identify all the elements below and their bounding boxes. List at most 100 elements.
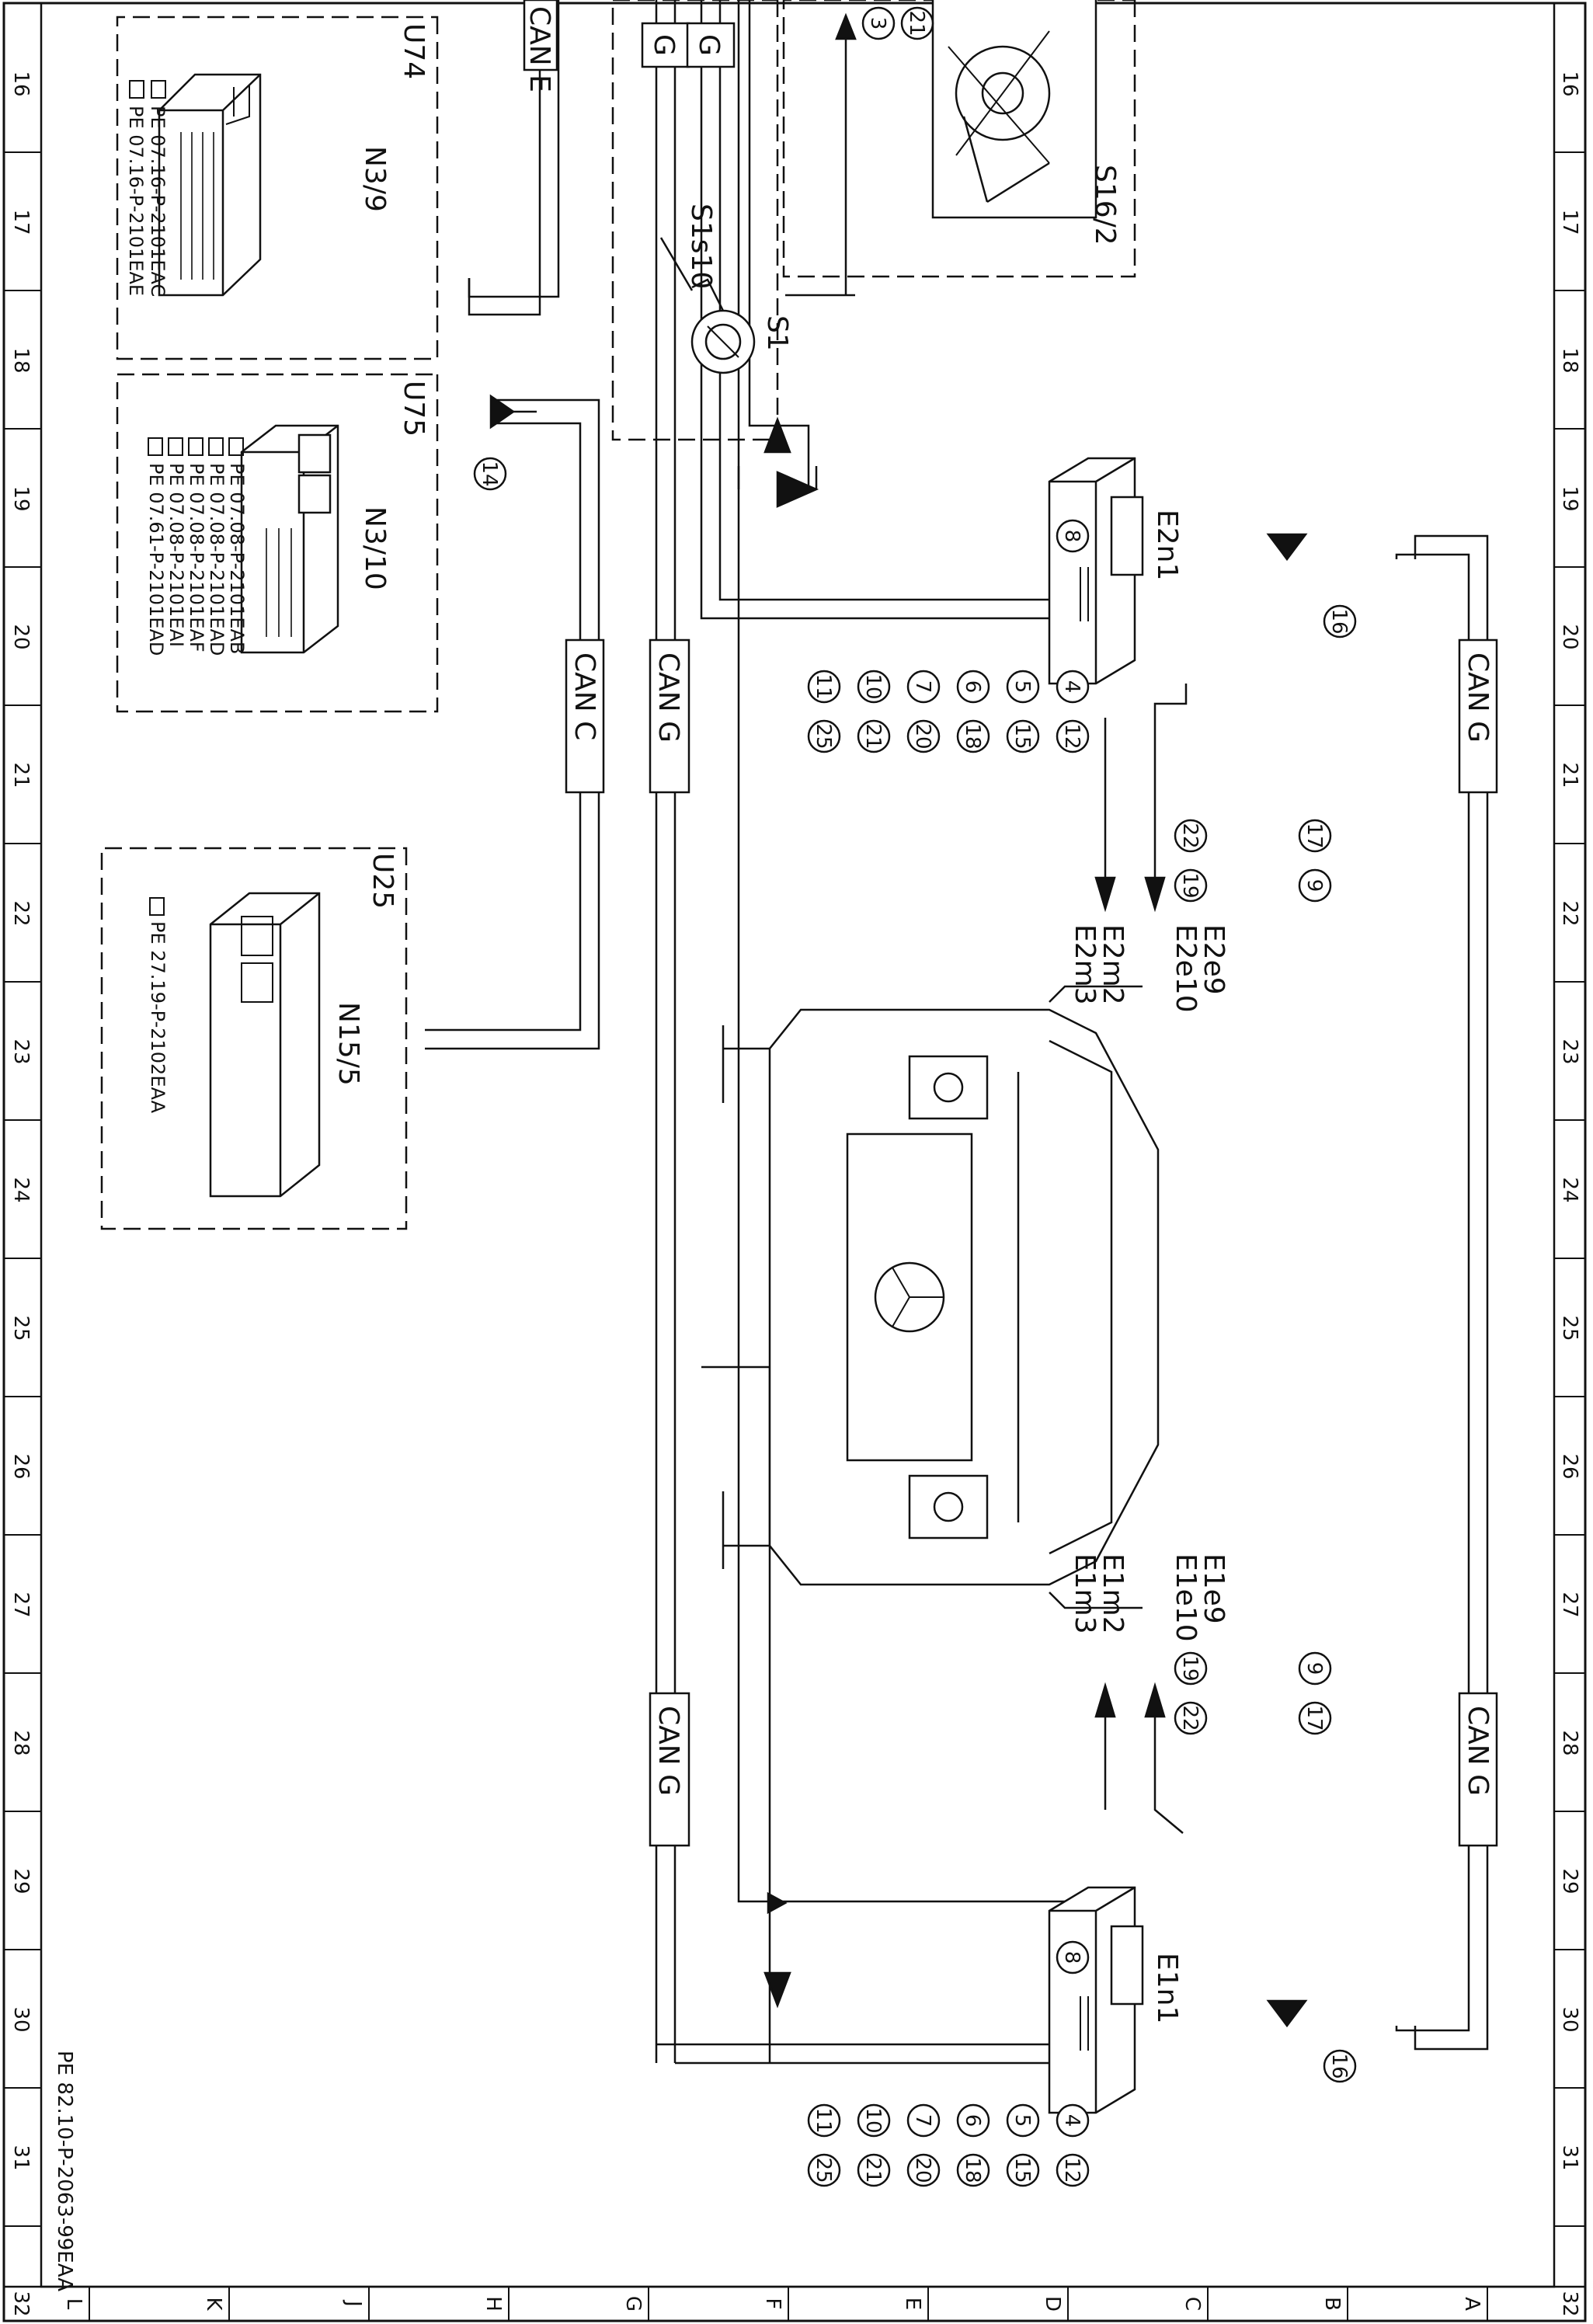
bus-label-can-g: CAN G CAN G CAN G CAN G	[649, 638, 1498, 1847]
svg-text:10: 10	[861, 673, 885, 699]
arrow-head	[1266, 1999, 1308, 2028]
svg-text:8: 8	[1060, 530, 1083, 543]
arrow-head	[763, 416, 791, 454]
svg-text:12: 12	[1060, 2157, 1083, 2183]
svg-text:CAN G: CAN G	[1462, 1706, 1494, 1796]
ecu-n3-10-illustration	[240, 424, 339, 654]
col-num: 16	[1558, 71, 1581, 96]
car-front-illustration	[722, 985, 1160, 1609]
can-g-right	[1395, 534, 1489, 2051]
e1n1-label: E1n1	[1151, 1953, 1183, 2023]
module-u75: U75 N3/10 PE 07.08-P-2101EAB PE 07.08-P-…	[116, 373, 439, 713]
lamp-label: E1m3	[1069, 1553, 1101, 1634]
doc-icon	[149, 897, 165, 916]
signal-circle: 12	[1056, 2153, 1090, 2187]
signal-circle: 10	[857, 670, 891, 704]
s1-output-arrow	[835, 12, 857, 295]
bus-label-can-c: CAN C	[565, 638, 605, 794]
e2n1-label: E2n1	[1151, 510, 1183, 580]
bus-label-can-e: CAN E	[523, 0, 558, 92]
col-num: 17	[9, 209, 33, 235]
col-num: 21	[1558, 762, 1581, 788]
svg-text:19: 19	[1178, 872, 1202, 898]
arrow-head	[767, 1891, 788, 1915]
col-num: 22	[1558, 900, 1581, 926]
lamp-label: E2e9	[1198, 924, 1230, 995]
col-num: 28	[1558, 1730, 1581, 1755]
doc-icon	[148, 437, 244, 456]
row-letter: D	[1041, 2296, 1064, 2312]
e2n1-arrows	[737, 416, 1308, 913]
module-tag: U25	[367, 853, 398, 909]
signal-markers: 3 21 14 8 16 17 9 22 19 4 5 6 7 10 11 12…	[473, 6, 1357, 2187]
col-num: 23	[9, 1038, 33, 1064]
lamp-label: E1e10	[1170, 1553, 1202, 1642]
svg-text:CAN C: CAN C	[569, 652, 600, 740]
signal-circle: 22	[1174, 819, 1208, 853]
doc-ref: PE 07.08-P-2101EAF	[186, 463, 207, 652]
svg-text:18: 18	[961, 723, 984, 749]
doc-icon	[129, 80, 166, 99]
col-num: 24	[9, 1177, 33, 1202]
doc-ref: PE 07.08-P-2101EAB	[226, 463, 248, 654]
svg-text:14: 14	[478, 461, 501, 486]
arrow-head	[776, 471, 819, 508]
signal-circle: 17	[1298, 819, 1332, 853]
svg-text:20: 20	[911, 2157, 934, 2183]
signal-circle: 8	[1056, 1940, 1090, 1974]
row-letter: K	[202, 2297, 225, 2311]
col-num: 26	[9, 1453, 33, 1479]
signal-circle: 14	[473, 457, 507, 491]
signal-circle: 15	[1006, 2153, 1040, 2187]
signal-circle: 25	[807, 719, 841, 753]
svg-text:6: 6	[961, 680, 984, 694]
can-g-branch-1	[700, 0, 1083, 620]
svg-text:CAN G: CAN G	[1462, 652, 1494, 743]
switch-s16-2: S16/2	[782, 0, 1136, 278]
col-num: 31	[1558, 2145, 1581, 2170]
e1n1-arrows	[763, 1682, 1308, 2028]
signal-circle: 18	[956, 2153, 990, 2187]
lamp-labels: E2e9 E2e10 E2m2 E2m3 E1e9 E1e10 E1m2 E1m…	[1069, 924, 1230, 1642]
svg-text:10: 10	[861, 2107, 885, 2133]
col-num: 25	[9, 1315, 33, 1341]
doc-ref: PE 07.16-P-2101EAE	[125, 106, 147, 296]
svg-text:15: 15	[1010, 2157, 1034, 2183]
col-num: 29	[1558, 1868, 1581, 1894]
col-num: 20	[1558, 624, 1581, 649]
col-num: 17	[1558, 209, 1581, 235]
signal-circle: 7	[906, 670, 941, 704]
signal-circle: 5	[1006, 2103, 1040, 2138]
frame-ticks	[4, 151, 1585, 2321]
lamp-label: E2m3	[1069, 924, 1101, 1005]
col-num: 27	[1558, 1592, 1581, 1617]
col-num: 23	[1558, 1038, 1581, 1064]
svg-text:11: 11	[812, 673, 835, 699]
signal-circle: 22	[1174, 1701, 1208, 1735]
svg-text:22: 22	[1178, 823, 1202, 848]
lamp-label: E1e9	[1198, 1553, 1230, 1624]
row-letter: L	[62, 2298, 85, 2310]
col-num: 22	[9, 900, 33, 926]
svg-text:21: 21	[905, 10, 928, 36]
row-letter: H	[482, 2296, 505, 2312]
signal-circle: 5	[1006, 670, 1040, 704]
signal-circle: 11	[807, 2103, 841, 2138]
arrow-head	[1266, 533, 1308, 562]
svg-text:CAN E: CAN E	[523, 6, 555, 92]
module-u74: U74 N3/9 PE 07.16-P-2101EAC PE 07.16-P-2…	[116, 16, 439, 360]
module-name: N3/10	[359, 506, 391, 590]
svg-text:22: 22	[1178, 1705, 1202, 1731]
arrow-head	[1144, 876, 1166, 913]
col-num: 26	[1558, 1453, 1581, 1479]
module-e2n1: E2n1	[1048, 457, 1183, 685]
signal-circle: 12	[1056, 719, 1090, 753]
signal-circle: 15	[1006, 719, 1040, 753]
svg-text:21: 21	[861, 2157, 885, 2183]
module-tag: U75	[398, 381, 430, 437]
signal-circle: 11	[807, 670, 841, 704]
s1-label: S1	[761, 315, 793, 351]
col-num: 16	[9, 71, 33, 96]
svg-text:8: 8	[1060, 1951, 1083, 1964]
